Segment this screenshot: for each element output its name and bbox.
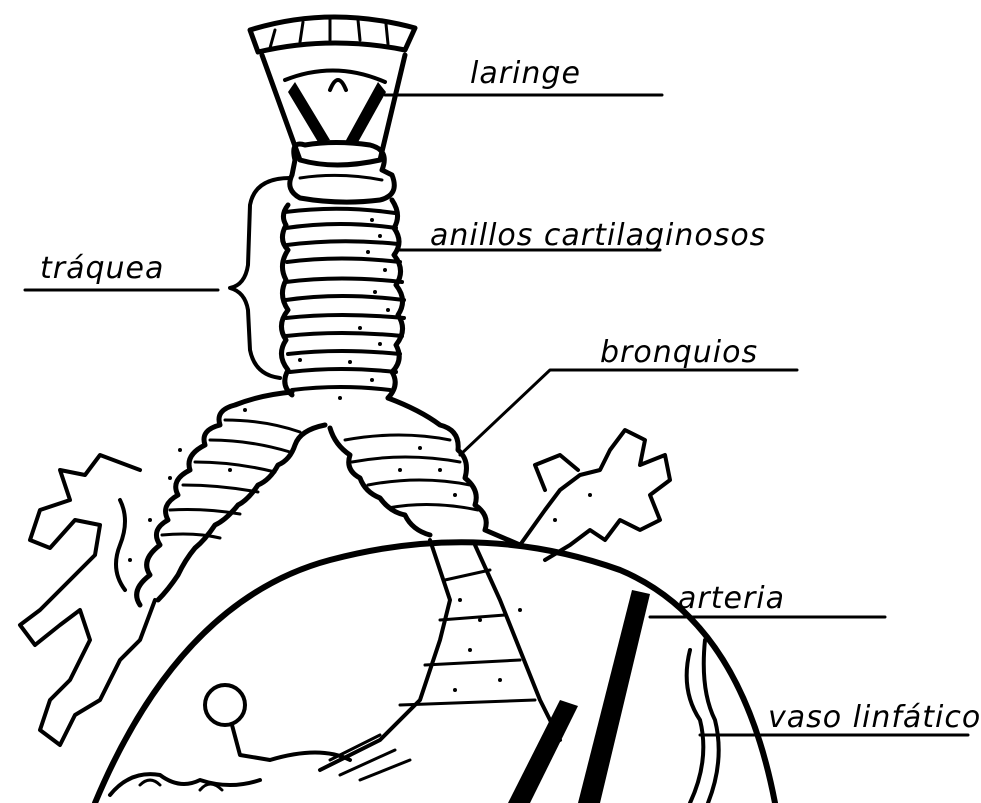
label-arteria: arteria xyxy=(678,581,785,616)
trachea-drawing xyxy=(281,200,404,400)
left-bronchus-drawing xyxy=(20,392,325,745)
labels: laringe anillos cartilaginosos tráquea b… xyxy=(40,56,981,735)
bronchi-leader xyxy=(460,370,797,455)
magnified-section xyxy=(95,540,775,803)
label-bronquios: bronquios xyxy=(600,335,758,370)
label-traquea: tráquea xyxy=(40,251,164,286)
label-vaso-linfatico: vaso linfático xyxy=(768,700,981,735)
label-laringe: laringe xyxy=(470,56,581,91)
right-bronchus-drawing xyxy=(330,398,670,560)
leader-lines xyxy=(25,95,968,735)
larynx-drawing xyxy=(250,17,415,202)
label-anillos-cartilaginosos: anillos cartilaginosos xyxy=(430,218,766,253)
